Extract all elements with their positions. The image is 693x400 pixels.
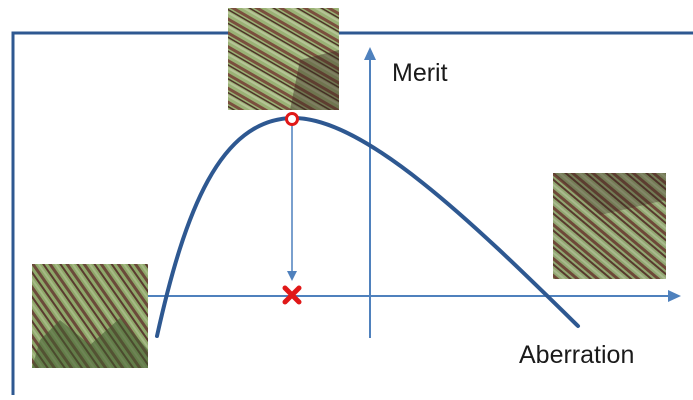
target-x-marker (282, 285, 302, 305)
y-axis-label: Merit (392, 59, 448, 87)
x-axis-label: Aberration (519, 341, 635, 369)
peak-marker (285, 112, 299, 126)
y-axis-arrowhead (364, 47, 376, 60)
drop-line-arrowhead (287, 271, 297, 281)
thumbnail-left (32, 264, 148, 368)
x-axis-arrowhead (668, 290, 681, 302)
thumbnail-right (553, 173, 666, 279)
merit-curve (155, 115, 580, 338)
frame-border (11, 31, 693, 395)
thumbnail-peak (228, 8, 339, 110)
